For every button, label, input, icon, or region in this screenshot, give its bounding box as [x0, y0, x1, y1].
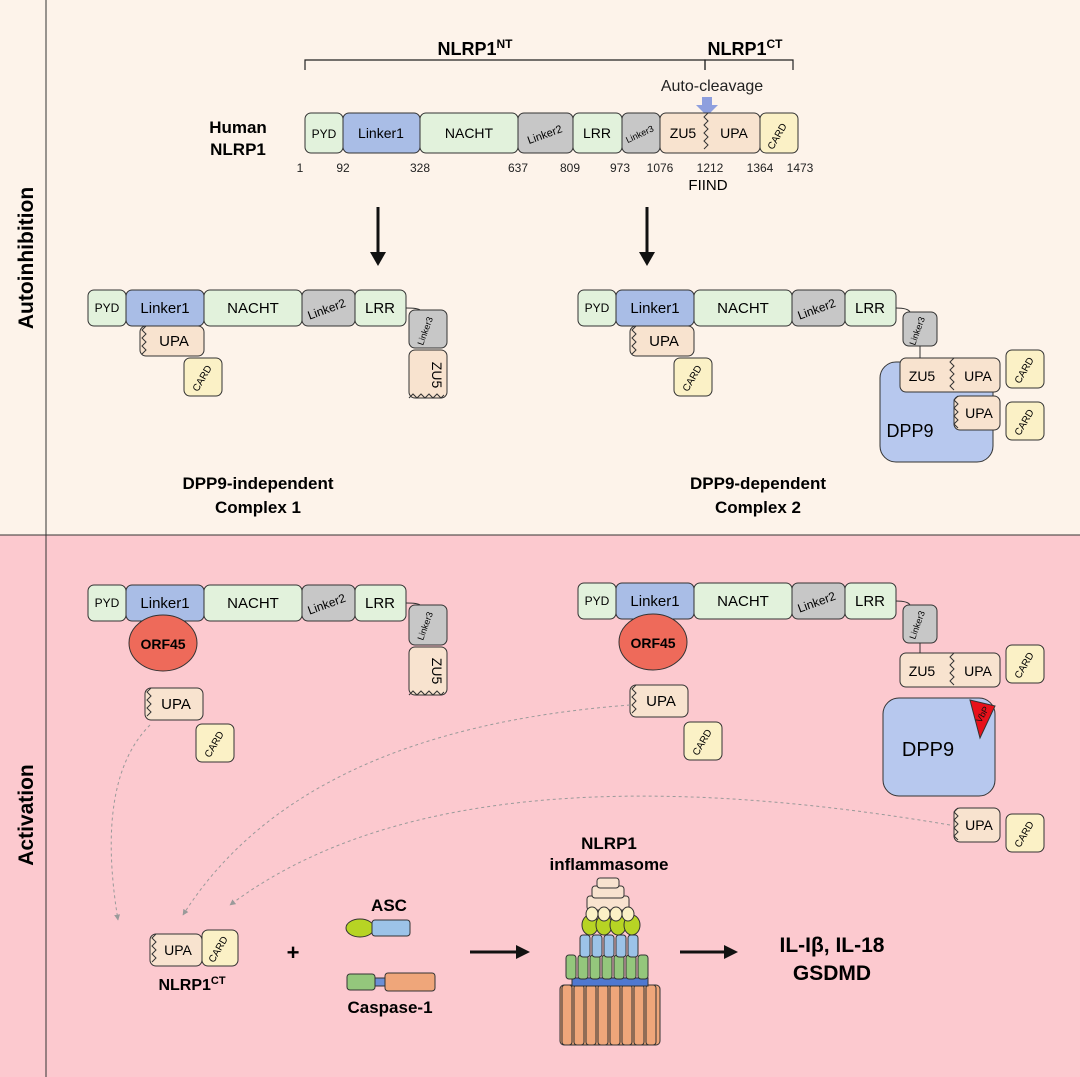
caspase-label: Caspase-1: [347, 998, 432, 1017]
asc-label: ASC: [371, 896, 407, 915]
svg-text:UPA: UPA: [720, 125, 748, 141]
svg-text:DPP9: DPP9: [902, 739, 954, 761]
svg-text:LRR: LRR: [855, 593, 885, 610]
ct-bracket-label: NLRP1CT: [707, 37, 783, 59]
svg-text:LRR: LRR: [855, 300, 885, 317]
svg-text:ORF45: ORF45: [630, 635, 675, 651]
svg-text:NACHT: NACHT: [717, 300, 769, 317]
right-arrow-icon: [680, 945, 738, 959]
svg-text:809: 809: [560, 161, 580, 175]
svg-text:328: 328: [410, 161, 430, 175]
svg-text:Linker1: Linker1: [630, 593, 679, 610]
svg-text:ZU5: ZU5: [909, 368, 936, 384]
svg-text:637: 637: [508, 161, 528, 175]
nt-bracket-label: NLRP1NT: [437, 37, 513, 59]
svg-text:NACHT: NACHT: [227, 300, 279, 317]
caspase-card: [346, 973, 376, 991]
complex-1: PYD Linker1 NACHT Linker2 LRR Linker3 ZU…: [87, 289, 448, 399]
cleavage-site-icon: [703, 112, 709, 150]
domain-card: [759, 112, 799, 154]
svg-text:Linker1: Linker1: [140, 300, 189, 317]
down-arrow-icon: [370, 207, 386, 266]
svg-text:PYD: PYD: [312, 127, 337, 141]
svg-text:NACHT: NACHT: [227, 595, 279, 612]
svg-text:1473: 1473: [787, 161, 814, 175]
complex-2: PYD Linker1 NACHT Linker2 LRR Linker3 UP…: [577, 289, 1045, 463]
svg-text:LRR: LRR: [365, 595, 395, 612]
orf45-shape: [128, 614, 198, 672]
fiind-label: FIIND: [688, 177, 727, 194]
svg-text:ZU5: ZU5: [670, 125, 697, 141]
dpp9-shape: [882, 697, 996, 797]
right-arrow-icon: [470, 945, 530, 959]
svg-text:UPA: UPA: [161, 696, 191, 713]
down-arrow-icon: [639, 207, 655, 266]
svg-text:NACHT: NACHT: [717, 593, 769, 610]
svg-text:UPA: UPA: [965, 405, 993, 421]
svg-text:1: 1: [297, 161, 304, 175]
activation-complex-2: PYD Linker1 NACHT Linker2 LRR Linker3 OR…: [577, 582, 1045, 853]
svg-text:1212: 1212: [697, 161, 724, 175]
inflammasome-structure: [559, 877, 661, 1046]
svg-text:UPA: UPA: [649, 333, 679, 350]
svg-text:Linker1: Linker1: [140, 595, 189, 612]
asc-card: [371, 919, 411, 937]
svg-text:PYD: PYD: [585, 301, 610, 315]
activation-complex-1: PYD Linker1 NACHT Linker2 LRR Linker3 ZU…: [87, 584, 448, 763]
svg-text:DPP9: DPP9: [886, 421, 933, 441]
svg-text:UPA: UPA: [159, 333, 189, 350]
svg-text:92: 92: [336, 161, 350, 175]
svg-text:1076: 1076: [647, 161, 674, 175]
svg-text:UPA: UPA: [964, 368, 992, 384]
residue-positions: 1 92 328 637 809 973 1076 1212 1364 1473: [297, 161, 814, 175]
nlrp1ct-fragment: UPA CARD: [149, 929, 239, 967]
ct-bracket: NLRP1CT: [704, 37, 794, 70]
autocleavage-label: Auto-cleavage: [661, 78, 763, 95]
release-arrows: [110, 704, 951, 921]
svg-text:973: 973: [610, 161, 630, 175]
svg-text:UPA: UPA: [964, 663, 992, 679]
svg-text:LRR: LRR: [583, 125, 611, 141]
header-domain-bar: PYD Linker1 NACHT Linker2 LRR Linker3 ZU…: [304, 112, 799, 154]
autocleavage-arrow-icon: [696, 97, 718, 116]
svg-text:Linker1: Linker1: [358, 125, 404, 141]
asc-pyd: [345, 918, 375, 938]
svg-text:1364: 1364: [747, 161, 774, 175]
svg-text:PYD: PYD: [95, 301, 120, 315]
plus-sign: +: [287, 940, 300, 965]
svg-text:NACHT: NACHT: [445, 125, 494, 141]
svg-text:ZU5: ZU5: [429, 362, 445, 389]
svg-text:PYD: PYD: [95, 596, 120, 610]
svg-text:UPA: UPA: [965, 817, 993, 833]
svg-text:ZU5: ZU5: [429, 658, 445, 685]
activation-label: Activation: [15, 764, 38, 866]
nlrp1ct-label: NLRP1CT: [158, 975, 225, 994]
svg-text:LRR: LRR: [365, 300, 395, 317]
autoinhibition-label: Autoinhibition: [15, 187, 38, 329]
svg-text:ORF45: ORF45: [140, 636, 185, 652]
vbp-triangle-icon: [969, 699, 996, 740]
svg-text:UPA: UPA: [646, 693, 676, 710]
svg-text:Linker1: Linker1: [630, 300, 679, 317]
orf45-shape: [618, 613, 688, 671]
svg-text:ZU5: ZU5: [909, 663, 936, 679]
svg-text:PYD: PYD: [585, 594, 610, 608]
svg-text:UPA: UPA: [164, 942, 192, 958]
caspase-linker: [374, 977, 386, 987]
caspase-body: [384, 972, 436, 992]
